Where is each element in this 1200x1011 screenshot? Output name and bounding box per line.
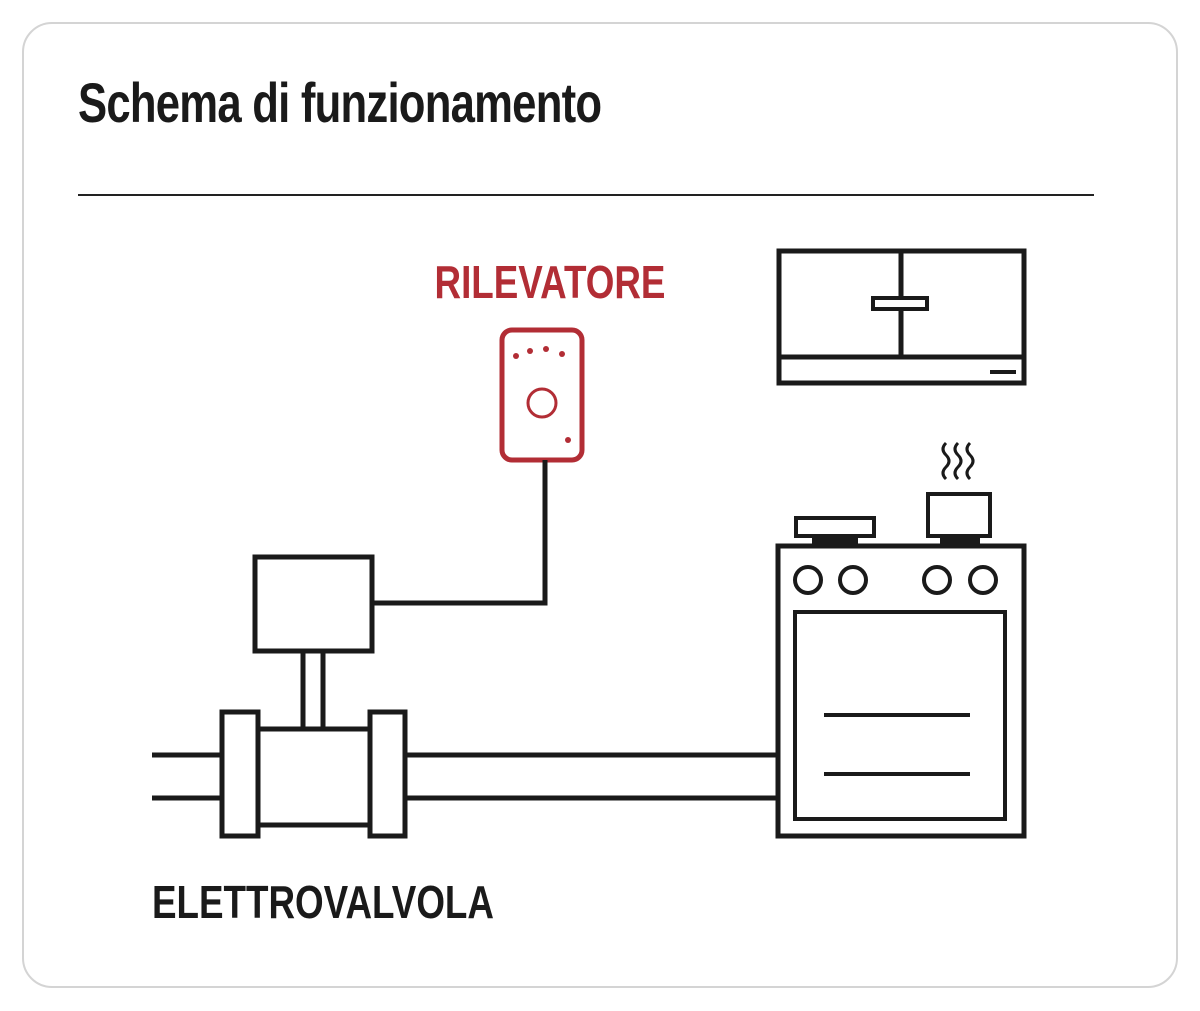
detector-cable bbox=[372, 460, 548, 606]
solenoid-valve-icon bbox=[219, 554, 408, 839]
detector-label: RILEVATORE bbox=[435, 256, 666, 308]
title-divider bbox=[78, 194, 1094, 196]
valve-label: ELETTROVALVOLA bbox=[152, 876, 494, 928]
steam-icon bbox=[941, 441, 975, 481]
gas-detector-icon bbox=[499, 327, 585, 463]
page-title: Schema di funzionamento bbox=[78, 71, 602, 134]
kitchen-cabinet-icon bbox=[776, 248, 1027, 386]
gas-stove-icon bbox=[775, 492, 1027, 839]
gas-pipe bbox=[152, 752, 778, 801]
